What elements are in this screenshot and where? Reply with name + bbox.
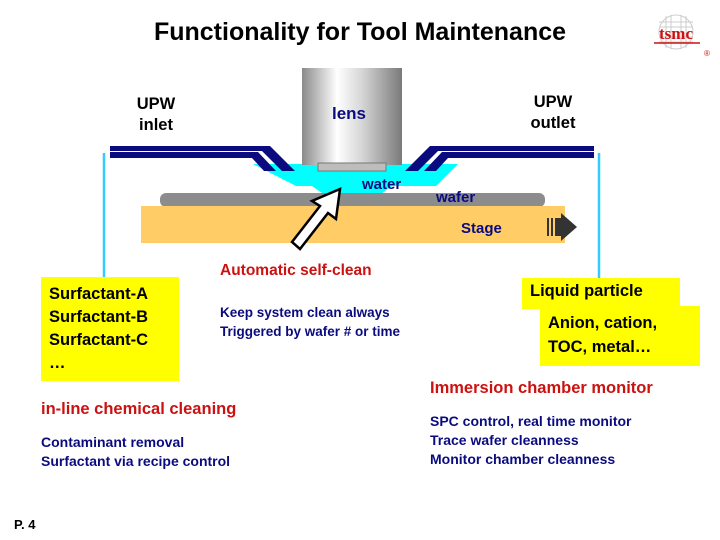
wafer-label: wafer [436, 189, 476, 206]
surfactant-box: Surfactant-A Surfactant-B Surfactant-C … [41, 277, 179, 381]
surfactant-more: … [49, 354, 66, 372]
stage-label: Stage [461, 220, 502, 237]
self-clean-notes: Keep system clean always Triggered by wa… [220, 305, 401, 339]
wafer-shape [160, 193, 545, 207]
registered-mark: ® [704, 49, 710, 58]
surfactant-b: Surfactant-B [49, 308, 149, 326]
liquid-particle-box: Liquid particle [522, 278, 680, 309]
slide-title: Functionality for Tool Maintenance [153, 18, 567, 46]
left-chamber-plate [110, 146, 295, 171]
upw-outlet-label: UPW outlet [530, 93, 576, 132]
lens-body [302, 68, 402, 165]
self-clean-heading: Automatic self-clean [220, 262, 372, 279]
stage-arrow-icon [547, 213, 577, 241]
ions-box: Anion, cation, TOC, metal… [540, 306, 700, 366]
surfactant-a: Surfactant-A [49, 285, 149, 303]
inline-cleaning-heading: in-line chemical cleaning [41, 400, 237, 418]
stage-shape [141, 206, 565, 243]
water-film [253, 164, 458, 193]
monitor-heading: Immersion chamber monitor [430, 379, 653, 397]
lens-label: lens [332, 104, 367, 123]
surfactant-c: Surfactant-C [49, 331, 149, 349]
monitor-notes: SPC control, real time monitor Trace waf… [430, 413, 632, 467]
upw-inlet-label: UPW inlet [136, 95, 176, 134]
logo-text: tsmc [659, 24, 693, 43]
tsmc-logo: tsmc ® [648, 12, 712, 60]
left-supply-pipe [102, 153, 126, 285]
water-label: water [362, 176, 402, 193]
right-return-pipe [578, 153, 601, 285]
right-chamber-plate [405, 146, 594, 171]
inline-cleaning-notes: Contaminant removal Surfactant via recip… [41, 434, 231, 469]
lens-tip [317, 162, 387, 172]
self-clean-arrow-icon [290, 186, 342, 251]
page-number: P. 4 [14, 517, 36, 532]
